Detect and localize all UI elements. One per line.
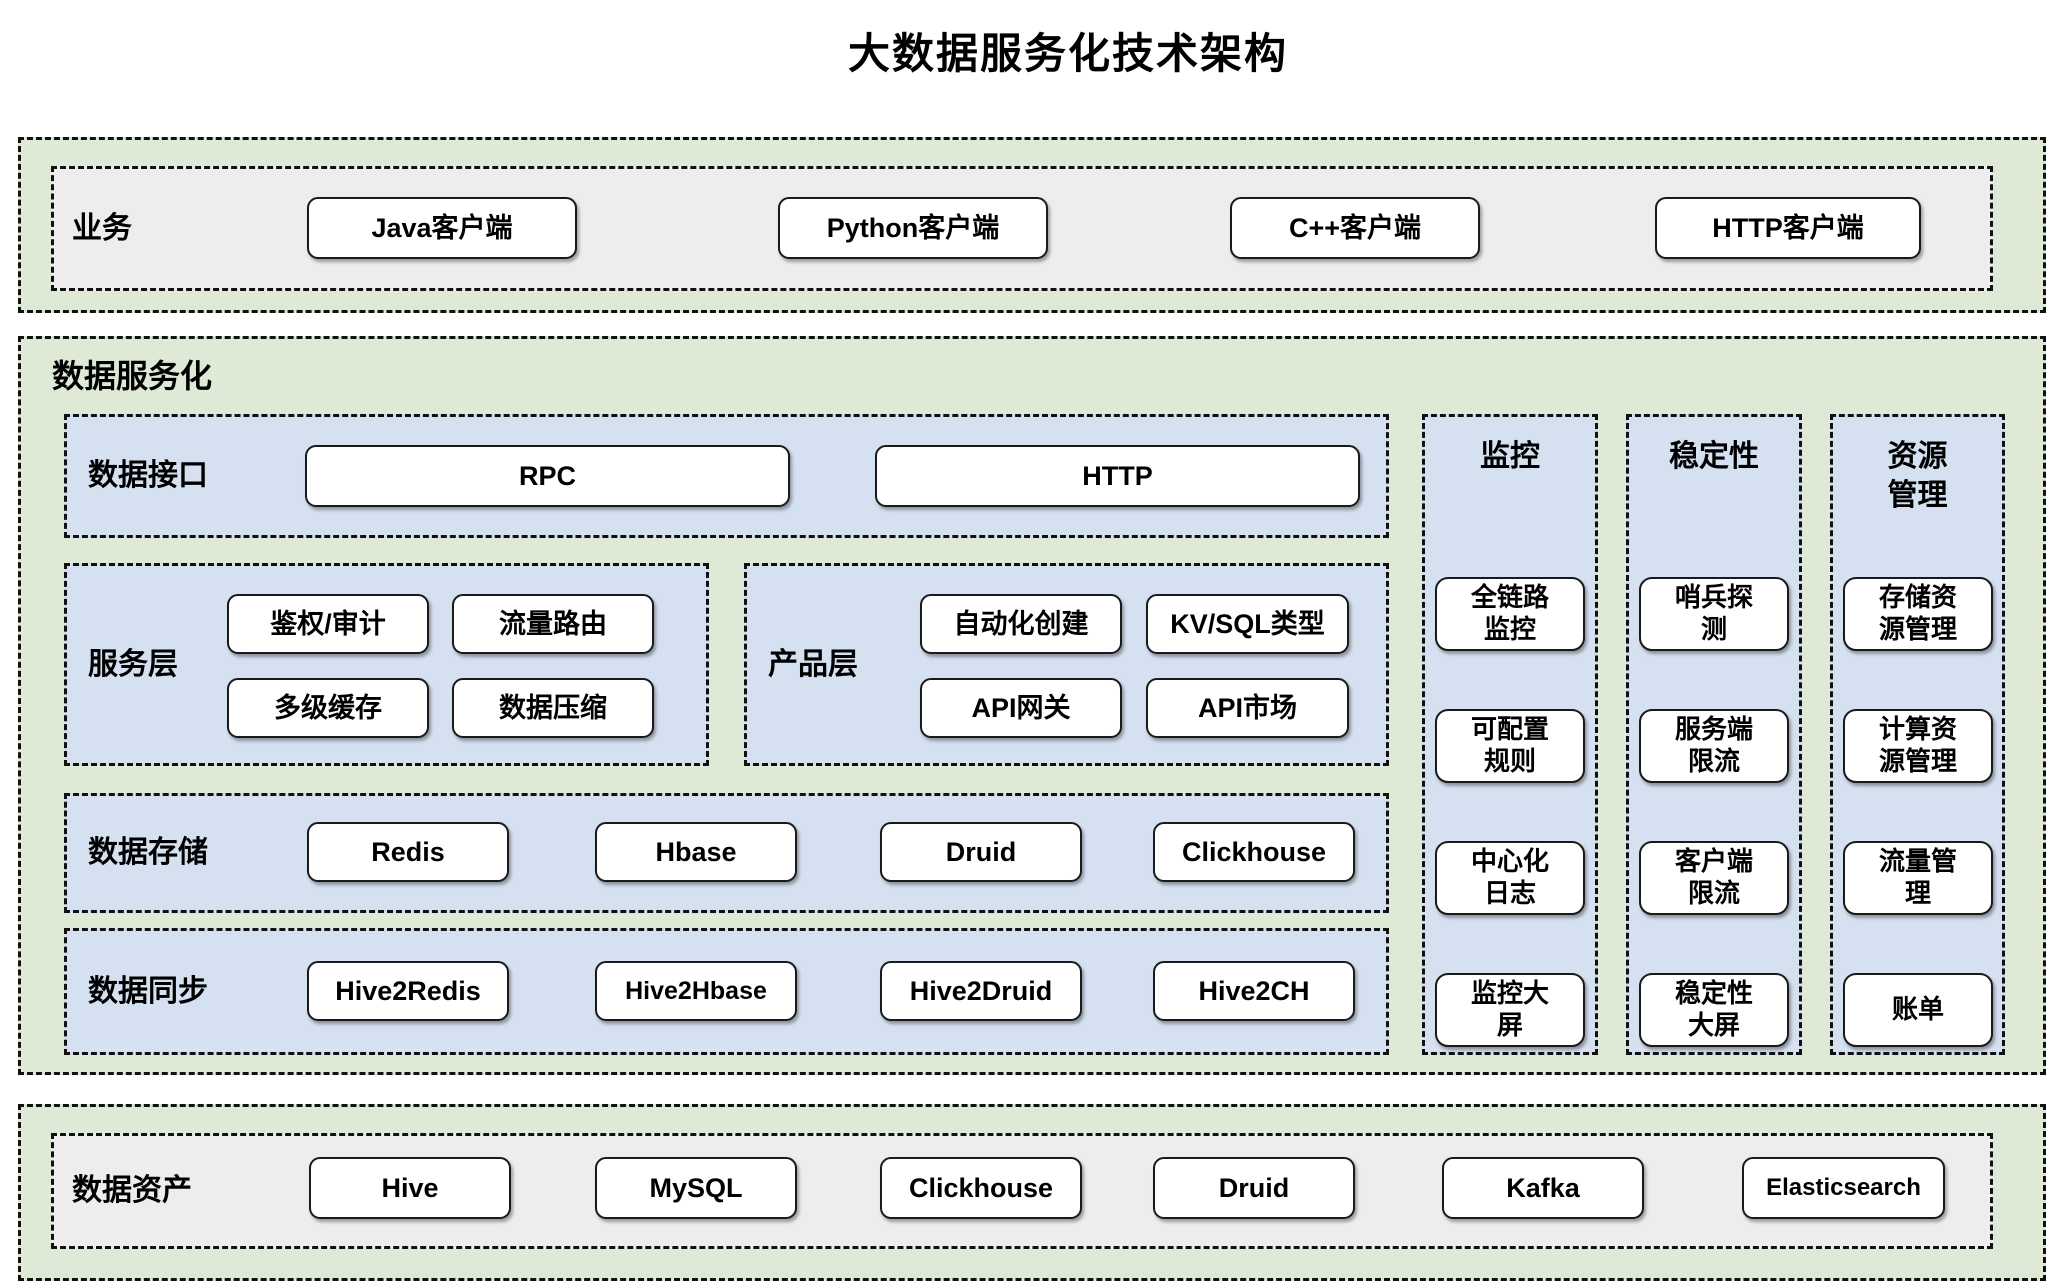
stability-column-label: 稳定性 [1669,440,1759,473]
node-hive2druid: Hive2Druid [880,961,1082,1021]
node-traffic-mgmt: 流量管 理 [1843,841,1993,915]
node-sentinel-probe: 哨兵探 测 [1639,577,1789,651]
node-api-gateway: API网关 [920,678,1122,738]
node-fulllink-monitor: 全链路 监控 [1435,577,1585,651]
business-label: 业务 [72,211,132,245]
resource-column-label: 资源 管理 [1887,440,1948,512]
diagram-title: 大数据服务化技术架构 [847,30,1288,77]
node-traffic-route: 流量路由 [452,594,654,654]
node-rpc: RPC [305,445,790,507]
node-hive2hbase: Hive2Hbase [595,961,797,1021]
node-asset-kafka: Kafka [1442,1157,1644,1219]
node-auth-audit: 鉴权/审计 [227,594,429,654]
node-data-compress: 数据压缩 [452,678,654,738]
node-monitor-dashboard: 监控大 屏 [1435,973,1585,1047]
interface-layer-label: 数据接口 [88,459,208,493]
monitor-column-label: 监控 [1480,440,1540,473]
node-compute-resource-mgmt: 计算资 源管理 [1843,709,1993,783]
node-hive2redis: Hive2Redis [307,961,509,1021]
sync-layer-label: 数据同步 [88,974,208,1008]
node-hbase: Hbase [595,822,797,882]
node-storage-resource-mgmt: 存储资 源管理 [1843,577,1993,651]
node-python-client: Python客户端 [778,197,1048,259]
node-auto-create: 自动化创建 [920,594,1122,654]
node-config-rules: 可配置 规则 [1435,709,1585,783]
node-api-market: API市场 [1146,678,1349,738]
storage-layer-label: 数据存储 [88,836,208,870]
node-stability-dashboard: 稳定性 大屏 [1639,973,1789,1047]
node-asset-hive: Hive [309,1157,511,1219]
node-billing: 账单 [1843,973,1993,1047]
data-assets-label: 数据资产 [72,1174,192,1208]
node-server-ratelimit: 服务端 限流 [1639,709,1789,783]
node-http-client: HTTP客户端 [1655,197,1921,259]
node-central-logging: 中心化 日志 [1435,841,1585,915]
node-hive2ch: Hive2CH [1153,961,1355,1021]
node-java-client: Java客户端 [307,197,577,259]
node-asset-clickhouse: Clickhouse [880,1157,1082,1219]
data-service-label: 数据服务化 [52,358,213,394]
node-client-ratelimit: 客户端 限流 [1639,841,1789,915]
node-clickhouse: Clickhouse [1153,822,1355,882]
node-kv-sql-type: KV/SQL类型 [1146,594,1349,654]
node-cpp-client: C++客户端 [1230,197,1480,259]
node-asset-elasticsearch: Elasticsearch [1742,1157,1945,1219]
node-asset-mysql: MySQL [595,1157,797,1219]
node-multi-cache: 多级缓存 [227,678,429,738]
product-layer-label: 产品层 [768,647,858,681]
node-asset-druid: Druid [1153,1157,1355,1219]
node-redis: Redis [307,822,509,882]
node-http: HTTP [875,445,1360,507]
service-layer-label: 服务层 [88,647,178,681]
node-druid: Druid [880,822,1082,882]
